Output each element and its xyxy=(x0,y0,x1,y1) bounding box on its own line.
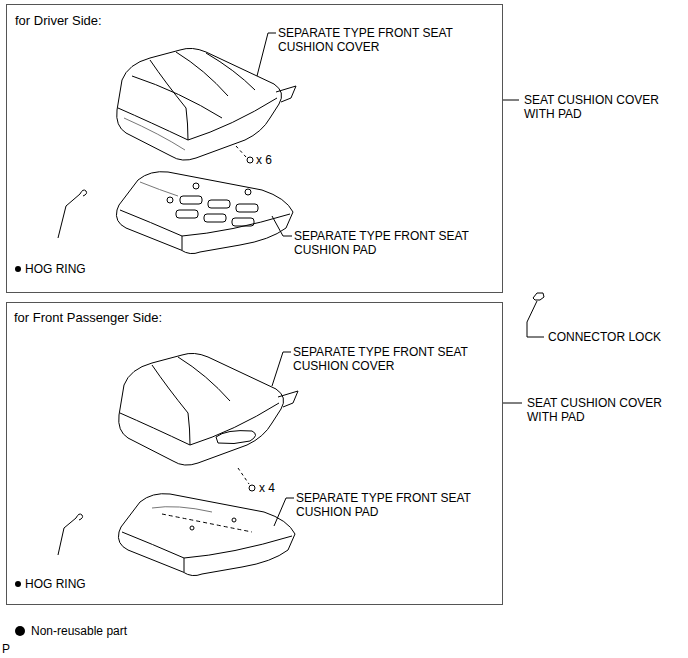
panel-heading: for Front Passenger Side: xyxy=(14,310,162,325)
part-label: SEPARATE TYPE FRONT SEAT CUSHION PAD xyxy=(296,491,499,519)
part-label: HOG RING xyxy=(25,577,86,591)
part-label: SEPARATE TYPE FRONT SEAT CUSHION COVER xyxy=(293,345,498,373)
panel-heading: for Driver Side: xyxy=(15,13,102,28)
part-label: SEPARATE TYPE FRONT SEAT CUSHION COVER xyxy=(278,26,483,54)
part-label: SEAT CUSHION COVER WITH PAD xyxy=(527,396,677,424)
part-label: CONNECTOR LOCK xyxy=(548,330,661,344)
part-label: x 6 xyxy=(256,153,272,167)
legend-text: Non-reusable part xyxy=(31,624,127,638)
part-label: x 4 xyxy=(259,481,275,495)
part-label: SEPARATE TYPE FRONT SEAT CUSHION PAD xyxy=(294,229,499,257)
seat-cover-drawing xyxy=(117,48,296,160)
part-label: P xyxy=(2,642,10,656)
seat-pad-drawing xyxy=(116,172,293,254)
seat-pad-drawing xyxy=(118,494,295,576)
panel-box: for Driver Side: xyxy=(6,4,503,293)
part-label: SEAT CUSHION COVER WITH PAD xyxy=(524,93,674,121)
part-label: HOG RING xyxy=(25,262,86,276)
seat-cover-drawing xyxy=(119,353,298,465)
legend-dot xyxy=(15,626,25,636)
